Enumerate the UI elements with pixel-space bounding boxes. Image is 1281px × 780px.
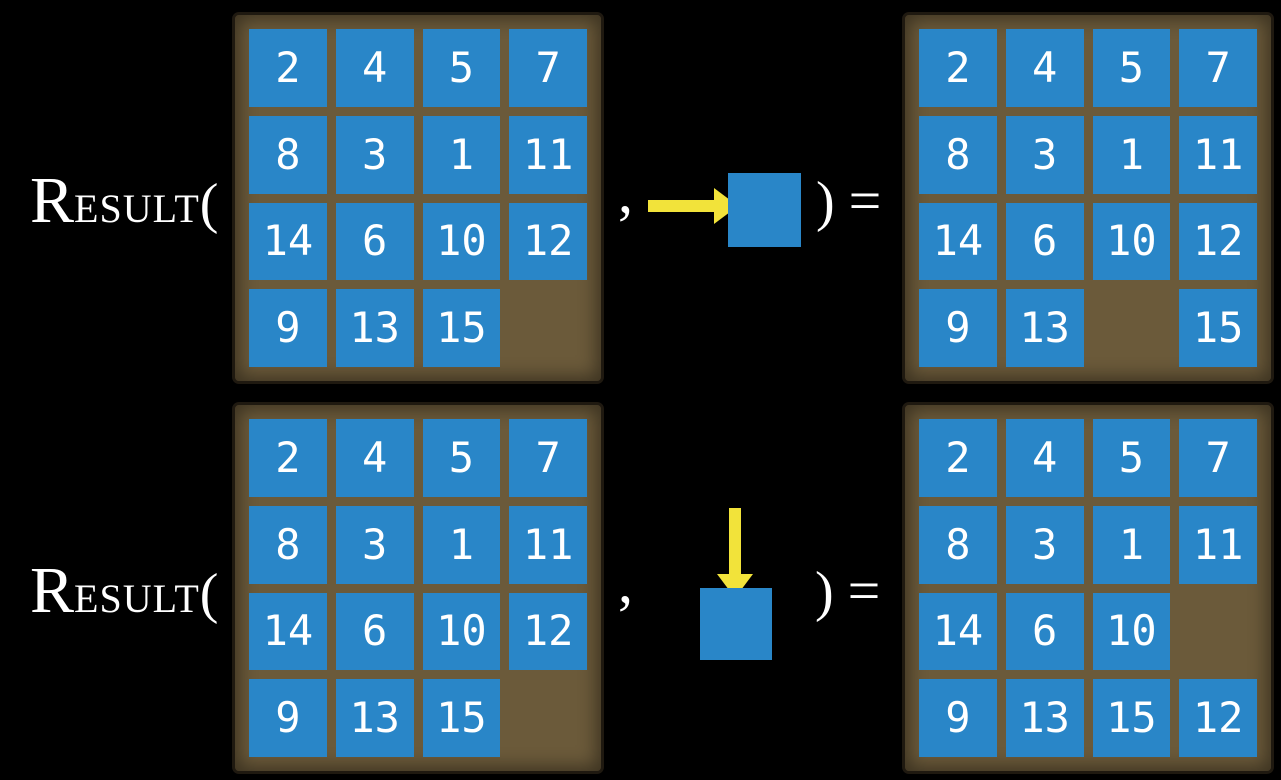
- arrow-shaft: [729, 508, 741, 576]
- puzzle-tile-3: 3: [335, 115, 414, 194]
- action-tile-square-1: [728, 173, 801, 247]
- action-tile-square-2: [700, 588, 772, 660]
- blank-cell: [1179, 593, 1257, 671]
- arrow-head: [714, 188, 738, 224]
- equals-sign: =: [848, 168, 882, 233]
- puzzle-tile-3: 3: [1005, 115, 1084, 194]
- puzzle-tile-14: 14: [919, 592, 997, 671]
- puzzle-tile-10: 10: [1092, 592, 1171, 671]
- puzzle-tile-13: 13: [335, 679, 414, 757]
- comma-separator-2: ,: [618, 549, 633, 615]
- result-function-label-1: RESULT(: [30, 164, 219, 237]
- puzzle-tile-4: 4: [1005, 29, 1084, 107]
- puzzle-tile-6: 6: [1005, 202, 1084, 281]
- puzzle-tile-2: 2: [249, 29, 327, 107]
- puzzle-tile-15: 15: [1092, 679, 1171, 757]
- puzzle-tile-4: 4: [335, 29, 414, 107]
- puzzle-tile-7: 7: [509, 29, 587, 107]
- puzzle-tile-12: 12: [1179, 202, 1257, 281]
- puzzle-tile-9: 9: [249, 679, 327, 757]
- function-name: RESULT: [30, 554, 200, 627]
- puzzle-tile-14: 14: [249, 592, 327, 671]
- puzzle-tile-3: 3: [1005, 505, 1084, 584]
- puzzle-tile-15: 15: [1179, 289, 1257, 367]
- puzzle-tile-12: 12: [509, 592, 587, 671]
- puzzle-tile-5: 5: [422, 419, 501, 497]
- puzzle-tile-9: 9: [249, 289, 327, 367]
- puzzle-tile-7: 7: [509, 419, 587, 497]
- puzzle-tile-3: 3: [335, 505, 414, 584]
- puzzle-tile-14: 14: [249, 202, 327, 281]
- comma-separator-1: ,: [618, 159, 633, 225]
- puzzle-tile-8: 8: [249, 115, 327, 194]
- blank-cell: [509, 289, 587, 367]
- close-paren: ): [816, 171, 835, 233]
- puzzle-tile-11: 11: [1179, 505, 1257, 584]
- puzzle-tile-4: 4: [1005, 419, 1084, 497]
- puzzle-tile-11: 11: [509, 115, 587, 194]
- close-paren-equals-2: )=: [815, 561, 880, 623]
- puzzle-tile-11: 11: [509, 505, 587, 584]
- close-paren: ): [815, 561, 834, 623]
- puzzle-tile-15: 15: [422, 289, 501, 367]
- close-paren-equals-1: )=: [816, 171, 881, 233]
- puzzle-tile-1: 1: [422, 115, 501, 194]
- puzzle-tile-6: 6: [335, 592, 414, 671]
- puzzle-tile-2: 2: [919, 29, 997, 107]
- puzzle-tile-6: 6: [335, 202, 414, 281]
- puzzle-tile-5: 5: [1092, 419, 1171, 497]
- puzzle-tile-1: 1: [422, 505, 501, 584]
- puzzle-tile-5: 5: [422, 29, 501, 107]
- puzzle-tile-6: 6: [1005, 592, 1084, 671]
- puzzle-tile-2: 2: [919, 419, 997, 497]
- open-paren: (: [199, 563, 219, 625]
- puzzle-tile-8: 8: [249, 505, 327, 584]
- open-paren: (: [199, 173, 219, 235]
- puzzle-tile-10: 10: [422, 202, 501, 281]
- equals-sign: =: [847, 558, 881, 623]
- puzzle-tile-9: 9: [919, 679, 997, 757]
- arrow-shaft: [648, 200, 716, 212]
- puzzle-tile-7: 7: [1179, 29, 1257, 107]
- puzzle-tile-7: 7: [1179, 419, 1257, 497]
- puzzle-tile-14: 14: [919, 202, 997, 281]
- down-arrow-icon: [717, 508, 753, 598]
- puzzle-tile-12: 12: [509, 202, 587, 281]
- function-name: RESULT: [30, 164, 200, 237]
- puzzle-tile-12: 12: [1179, 679, 1257, 757]
- puzzle-tile-11: 11: [1179, 115, 1257, 194]
- puzzle-tile-10: 10: [422, 592, 501, 671]
- puzzle-tile-15: 15: [422, 679, 501, 757]
- puzzle-tile-8: 8: [919, 505, 997, 584]
- puzzle-tile-1: 1: [1092, 505, 1171, 584]
- puzzle-tile-13: 13: [1005, 679, 1084, 757]
- result-function-label-2: RESULT(: [30, 554, 219, 627]
- puzzle-tile-2: 2: [249, 419, 327, 497]
- puzzle-tile-13: 13: [335, 289, 414, 367]
- puzzle-tile-13: 13: [1005, 289, 1084, 367]
- arrow-head: [717, 574, 753, 598]
- puzzle-tile-4: 4: [335, 419, 414, 497]
- puzzle-tile-1: 1: [1092, 115, 1171, 194]
- puzzle-tile-9: 9: [919, 289, 997, 367]
- puzzle-tile-10: 10: [1092, 202, 1171, 281]
- puzzle-tile-5: 5: [1092, 29, 1171, 107]
- blank-cell: [1093, 289, 1171, 367]
- right-arrow-icon: [648, 188, 738, 224]
- blank-cell: [509, 679, 587, 757]
- puzzle-tile-8: 8: [919, 115, 997, 194]
